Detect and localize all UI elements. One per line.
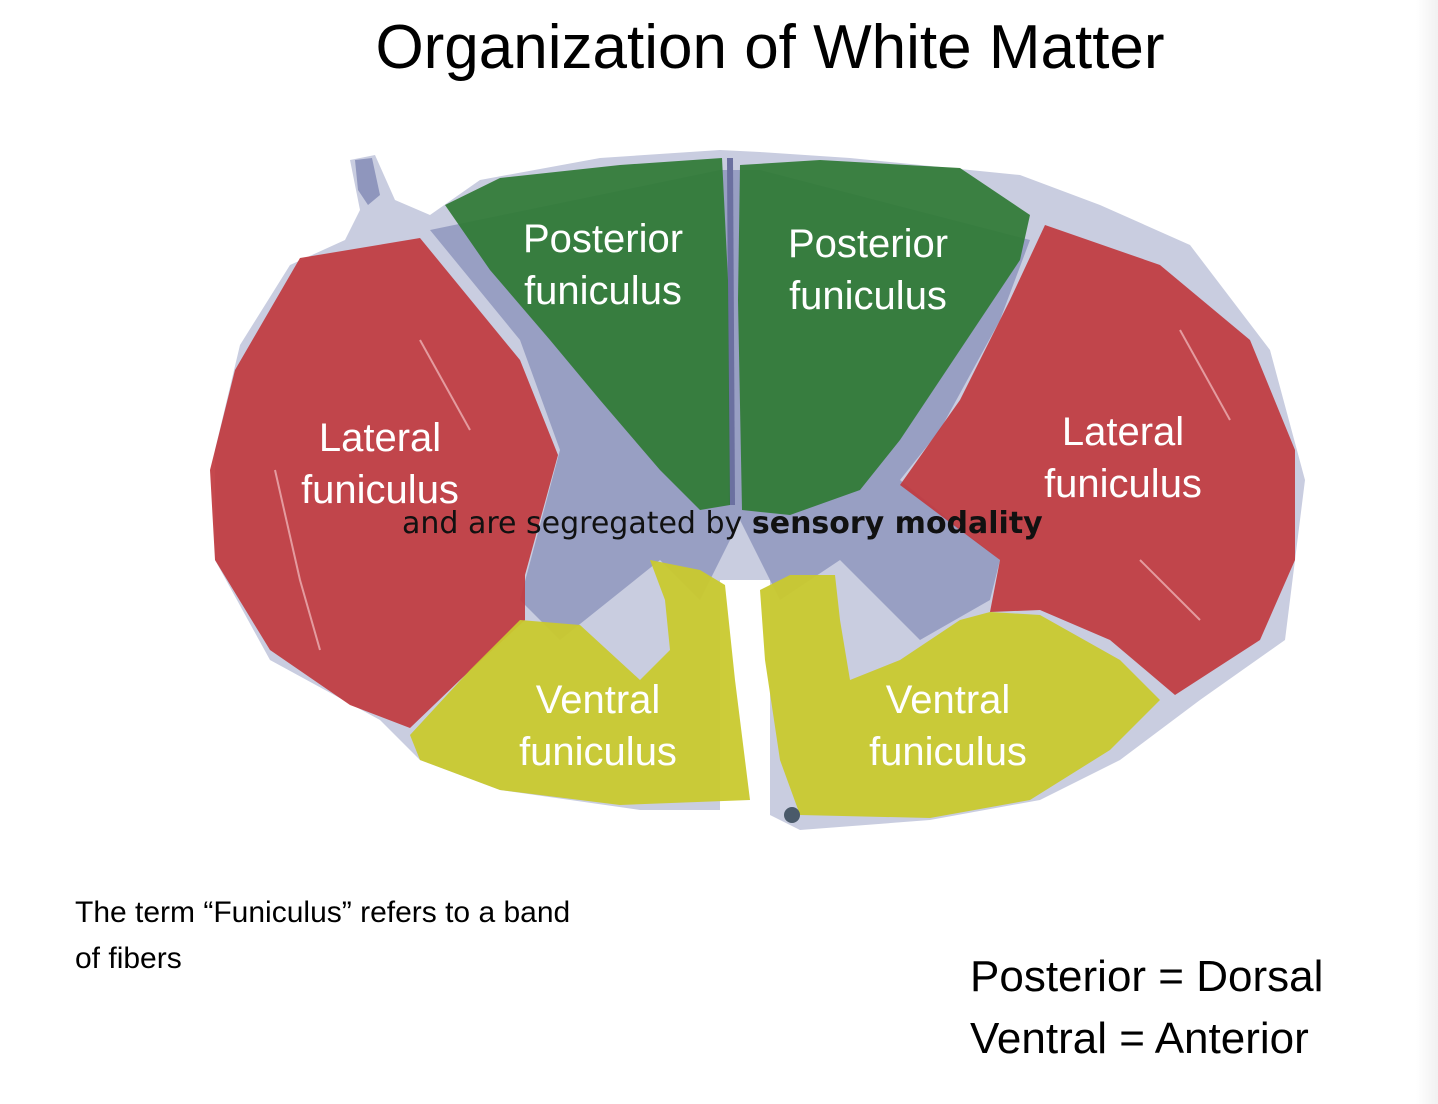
lateral-funiculus-right-region — [900, 225, 1295, 695]
posterior-funiculus-left-region — [445, 158, 730, 510]
equivalence-ventral-anterior: Ventral = Anterior — [970, 1014, 1309, 1063]
equivalence-posterior-dorsal: Posterior = Dorsal — [970, 952, 1324, 1001]
posterior-funiculus-right-label: Posterior funiculus — [787, 222, 949, 318]
ventral-funiculus-left-region — [410, 560, 750, 805]
dorsal-root-stub — [355, 158, 380, 205]
funiculus-definition-note: The term “Funiculus” refers to a band of… — [75, 896, 571, 975]
segregation-caption-prefix: and are segregated by — [402, 506, 752, 541]
lateral-funiculus-right-label: Lateral funiculus — [1044, 410, 1202, 506]
posterior-funiculus-left-label: Posterior funiculus — [522, 217, 684, 313]
slide-edge — [1416, 0, 1438, 1104]
segregation-caption-emphasis: sensory modality — [751, 506, 1043, 541]
slide-title: Organization of White Matter — [375, 13, 1165, 82]
fiber-strands — [274, 329, 1231, 651]
ventral-funiculus-right-label: Ventral funiculus — [869, 678, 1027, 774]
ventral-funiculus-left-label: Ventral funiculus — [519, 678, 677, 774]
segregation-caption: and are segregated by sensory modality — [402, 506, 1043, 541]
ventral-funiculus-right-region — [760, 575, 1160, 818]
lateral-funiculus-left-region — [210, 238, 558, 728]
median-fissure — [727, 157, 735, 506]
lateral-funiculus-left-label: Lateral funiculus — [301, 416, 459, 512]
posterior-funiculus-right-region — [738, 160, 1030, 515]
tissue-speck — [784, 807, 800, 823]
